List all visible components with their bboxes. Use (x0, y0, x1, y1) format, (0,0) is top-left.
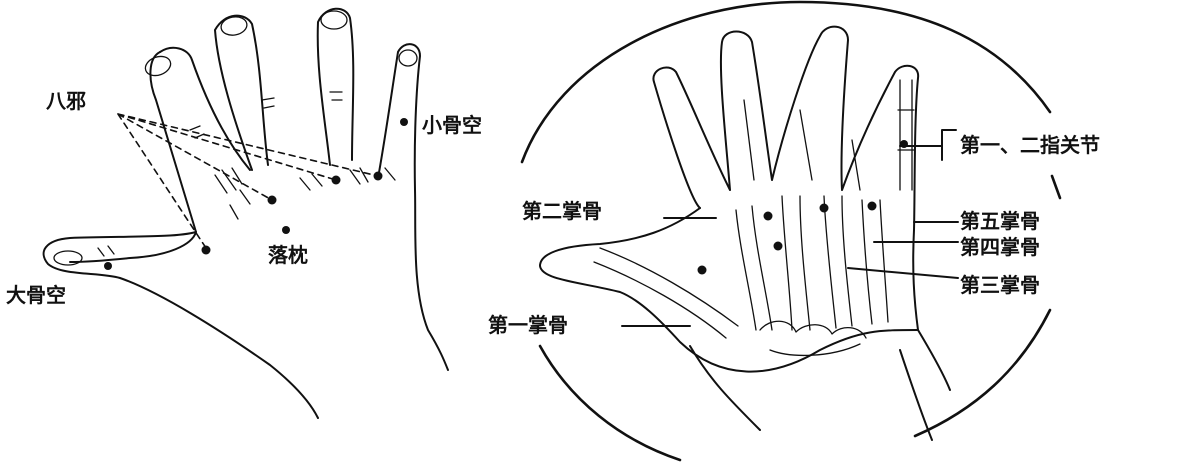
label-xiaogukong: 小骨空 (422, 113, 482, 137)
acupoint-dot (820, 204, 829, 213)
acupoint-dot (332, 176, 341, 185)
left-thumb-nail (54, 251, 82, 265)
acupoint-dot (868, 202, 877, 211)
circle-frame-left (540, 346, 680, 460)
label-joint-1-2: 第一、二指关节 (960, 133, 1100, 157)
left-tendon-hatching (215, 168, 395, 219)
left-ring-nail (321, 11, 347, 29)
acupoint-dot (774, 242, 783, 251)
metacarpal-bones (594, 196, 888, 338)
left-ring-finger (318, 9, 354, 165)
phalanx-bones (744, 80, 914, 190)
left-little-nail (399, 50, 417, 66)
acupoint-dot (202, 246, 211, 255)
left-hand-illustration (44, 9, 448, 418)
left-index-finger (160, 48, 250, 170)
dagukong-point (104, 262, 112, 270)
left-middle-finger (215, 16, 268, 170)
acupoint-dot (764, 212, 773, 221)
label-metacarpal-1: 第一掌骨 (488, 313, 568, 337)
circle-frame-right (915, 310, 1050, 436)
left-middle-nail (220, 15, 249, 37)
label-metacarpal-2: 第二掌骨 (522, 199, 602, 223)
xiaogukong-point (400, 118, 408, 126)
label-laozhen: 落枕 (268, 243, 308, 267)
label-dagukong: 大骨空 (6, 283, 66, 307)
acupoint-dot (698, 266, 707, 275)
joint-dot (900, 140, 908, 148)
circle-frame-right-mark (1052, 176, 1060, 198)
label-metacarpal-3: 第三掌骨 (960, 273, 1040, 297)
left-index-nail (143, 53, 174, 79)
acupoint-dot (268, 196, 277, 205)
right-palm-outline (540, 208, 918, 372)
acupoint-dot (374, 172, 383, 181)
left-knuckle-creases (98, 92, 342, 256)
laozhen-point (282, 226, 290, 234)
right-wrist-outline (690, 346, 932, 440)
label-metacarpal-4: 第四掌骨 (960, 235, 1040, 259)
label-baxie: 八邪 (46, 89, 86, 113)
left-little-finger (378, 44, 448, 370)
label-metacarpal-5: 第五掌骨 (960, 209, 1040, 233)
